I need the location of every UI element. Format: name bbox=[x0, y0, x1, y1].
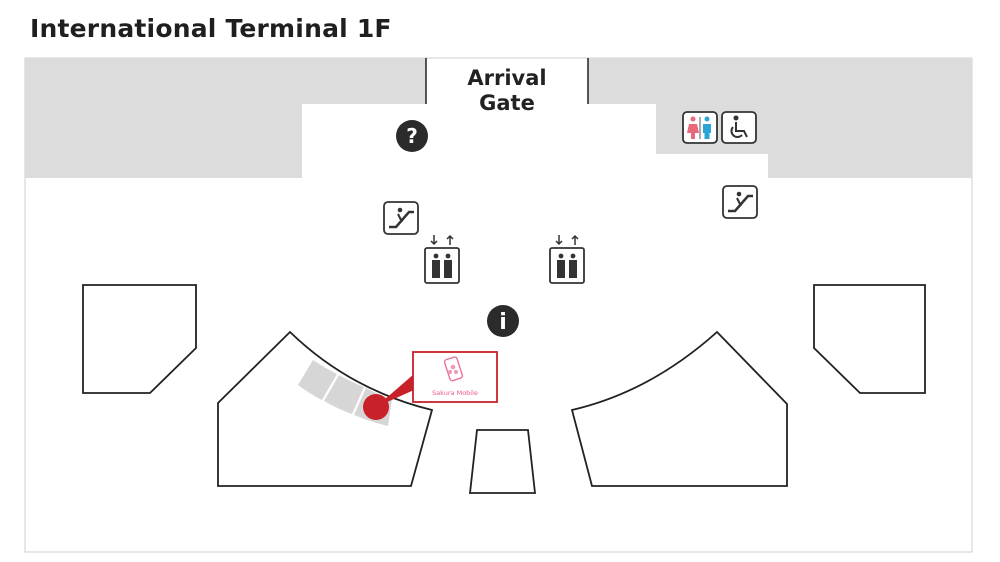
wheelchair-icon[interactable] bbox=[721, 111, 757, 144]
info-icon[interactable]: i bbox=[487, 305, 519, 337]
page-title: International Terminal 1F bbox=[30, 14, 392, 43]
shop-name: Sakura Mobile bbox=[432, 389, 478, 397]
right-counter-block bbox=[570, 330, 788, 487]
arrival-gate-label-line2: Gate bbox=[479, 91, 535, 115]
escalator-icon[interactable] bbox=[383, 201, 419, 235]
svg-text:?: ? bbox=[406, 124, 418, 148]
center-counter-block bbox=[468, 429, 537, 494]
escalator-icon[interactable] bbox=[722, 185, 758, 219]
left-building-block bbox=[82, 284, 197, 394]
right-building-block bbox=[813, 284, 926, 394]
arrival-gate-outline bbox=[425, 58, 589, 104]
elevator-icon[interactable] bbox=[549, 234, 585, 284]
shop-callout[interactable]: Sakura Mobile bbox=[412, 351, 498, 403]
left-counter-block bbox=[217, 330, 434, 487]
sakura-mobile-logo-icon bbox=[443, 356, 464, 382]
arrival-gate-label-line1: Arrival bbox=[467, 66, 546, 90]
shop-location-marker[interactable] bbox=[363, 394, 389, 420]
svg-text:i: i bbox=[499, 310, 507, 335]
restroom-icon[interactable] bbox=[682, 111, 718, 144]
help-icon[interactable]: ? bbox=[396, 120, 428, 152]
elevator-icon[interactable] bbox=[424, 234, 460, 284]
restricted-area bbox=[25, 58, 972, 178]
